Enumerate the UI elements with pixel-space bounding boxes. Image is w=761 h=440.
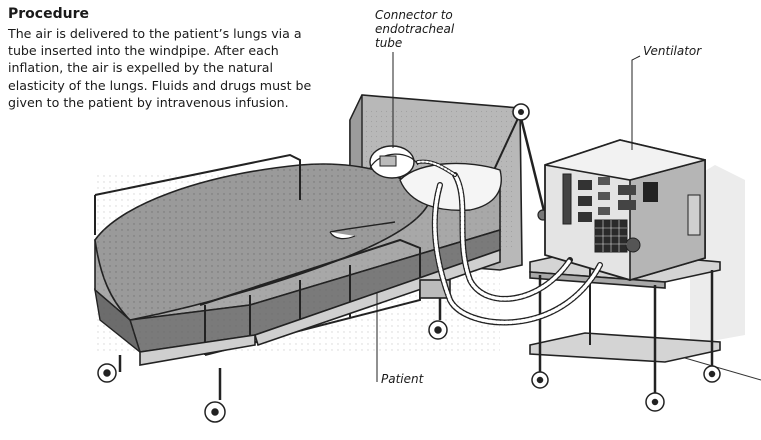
cart-casters (532, 366, 720, 411)
ventilator-leader (632, 56, 640, 150)
